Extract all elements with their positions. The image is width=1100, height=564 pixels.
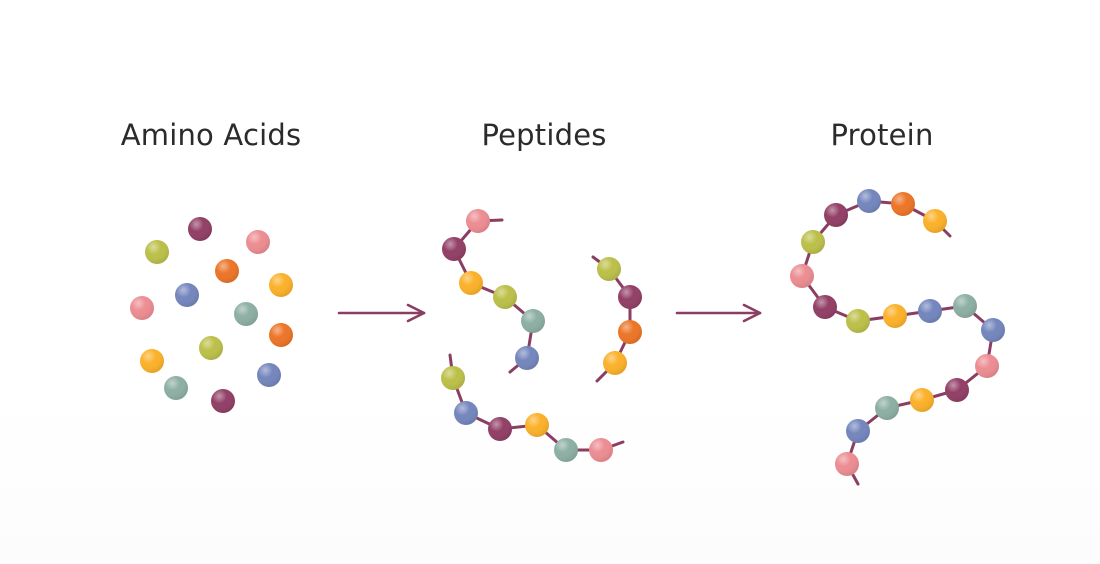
peptide-3-bead-2-highlight: [454, 401, 478, 425]
amino-acid-5-highlight: [269, 273, 293, 297]
amino-acid-14-highlight: [211, 389, 235, 413]
peptide-1-bead-1-highlight: [466, 209, 490, 233]
peptide-2-bead-1-highlight: [597, 257, 621, 281]
protein-chain: [790, 189, 1005, 486]
protein-bead-9-highlight: [883, 304, 907, 328]
peptide-2-bead-3-highlight: [618, 320, 642, 344]
protein-bead-18-highlight: [835, 452, 859, 476]
peptide-3-bead-6-highlight: [589, 438, 613, 462]
protein-bead-4-highlight: [824, 203, 848, 227]
protein-bead-5-highlight: [801, 230, 825, 254]
peptide-3-bead-4-highlight: [525, 413, 549, 437]
amino-acid-1-highlight: [188, 217, 212, 241]
protein-backbone: [800, 199, 995, 486]
protein-bead-11-highlight: [953, 294, 977, 318]
peptide-1-bead-4-highlight: [493, 285, 517, 309]
protein-bead-6-highlight: [790, 264, 814, 288]
amino-acid-11-highlight: [140, 349, 164, 373]
amino-acid-13-highlight: [164, 376, 188, 400]
peptide-3-bead-1-highlight: [441, 366, 465, 390]
protein-bead-16-highlight: [875, 396, 899, 420]
protein-bead-3-highlight: [857, 189, 881, 213]
protein-bead-10-highlight: [918, 299, 942, 323]
amino-acids-title: Amino Acids: [120, 118, 302, 152]
amino-acid-10-highlight: [199, 336, 223, 360]
peptide-1-bead-6-highlight: [515, 346, 539, 370]
peptide-3-bead-3-highlight: [488, 417, 512, 441]
peptides-title: Peptides: [481, 118, 607, 152]
peptide-2-bead-2-highlight: [618, 285, 642, 309]
protein-bead-2-highlight: [891, 192, 915, 216]
protein-bead-13-highlight: [975, 354, 999, 378]
amino-acid-6-highlight: [175, 283, 199, 307]
amino-acid-9-highlight: [269, 323, 293, 347]
amino-acid-cluster: [130, 217, 293, 413]
protein-bead-8-highlight: [846, 309, 870, 333]
amino-acid-3-highlight: [246, 230, 270, 254]
amino-acid-12-highlight: [257, 363, 281, 387]
amino-acid-2-highlight: [145, 240, 169, 264]
protein-bead-15-highlight: [910, 388, 934, 412]
protein-title: Protein: [830, 118, 934, 152]
amino-acid-8-highlight: [234, 302, 258, 326]
protein-bead-12-highlight: [981, 318, 1005, 342]
peptide-1-bead-3-highlight: [459, 271, 483, 295]
protein-bead-7-highlight: [813, 295, 837, 319]
amino-acid-7-highlight: [130, 296, 154, 320]
protein-bead-17-highlight: [846, 419, 870, 443]
peptide-1-bead-5-highlight: [521, 309, 545, 333]
protein-bead-14-highlight: [945, 378, 969, 402]
peptide-3-bead-5-highlight: [554, 438, 578, 462]
peptide-chains: [441, 209, 642, 462]
peptide-2-bead-4-highlight: [603, 351, 627, 375]
protein-bead-1-highlight: [923, 209, 947, 233]
peptide-1-bead-2-highlight: [442, 237, 466, 261]
amino-acid-4-highlight: [215, 259, 239, 283]
